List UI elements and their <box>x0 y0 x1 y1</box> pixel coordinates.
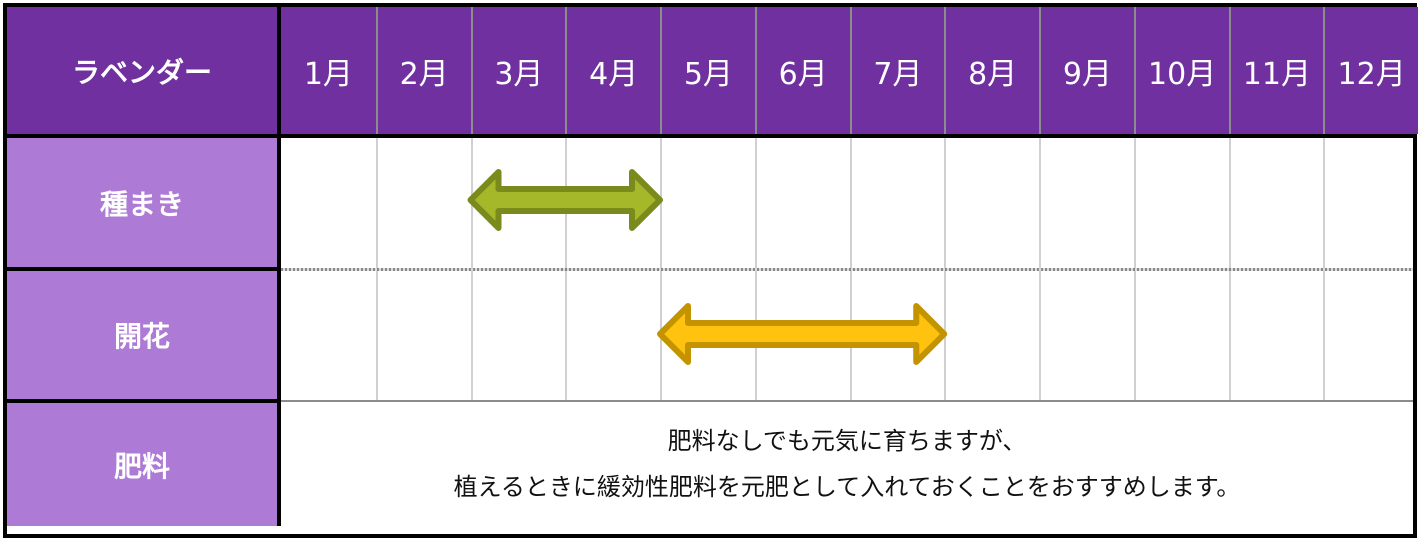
row-label-sowing: 種まき <box>7 138 277 267</box>
flowering-period-arrow <box>657 303 948 365</box>
month-header-4: 4月 <box>565 7 660 134</box>
month-header-2: 2月 <box>375 7 471 134</box>
fertilizer-note-line: 肥料なしでも元気に育ちますが、 <box>667 427 1027 455</box>
plant-title: ラベンダー <box>7 7 277 134</box>
row-label-flowering: 開花 <box>7 271 277 399</box>
label-divider <box>7 267 277 271</box>
month-header-6: 6月 <box>754 7 850 134</box>
row-divider-dotted <box>281 268 1413 271</box>
row-label-fertilizer: 肥料 <box>7 403 277 526</box>
month-header-8: 8月 <box>944 7 1039 134</box>
month-header-10: 10月 <box>1133 7 1229 134</box>
month-header-5: 5月 <box>660 7 755 134</box>
label-divider <box>7 399 277 403</box>
header-divider <box>7 134 1413 138</box>
month-header-11: 11月 <box>1228 7 1324 134</box>
month-header-7: 7月 <box>849 7 945 134</box>
month-header-12: 12月 <box>1323 7 1418 134</box>
sowing-period-arrow <box>467 169 663 231</box>
fertilizer-note: 肥料なしでも元気に育ちますが、 植えるときに緩効性肥料を元肥として入れておくこと… <box>281 402 1413 526</box>
fertilizer-note-line: 植えるときに緩効性肥料を元肥として入れておくことをおすすめします。 <box>453 473 1241 501</box>
month-header-1: 1月 <box>281 7 376 134</box>
month-header-3: 3月 <box>470 7 566 134</box>
month-header-9: 9月 <box>1039 7 1134 134</box>
row-divider <box>281 400 1413 402</box>
label-column-divider <box>277 7 281 526</box>
